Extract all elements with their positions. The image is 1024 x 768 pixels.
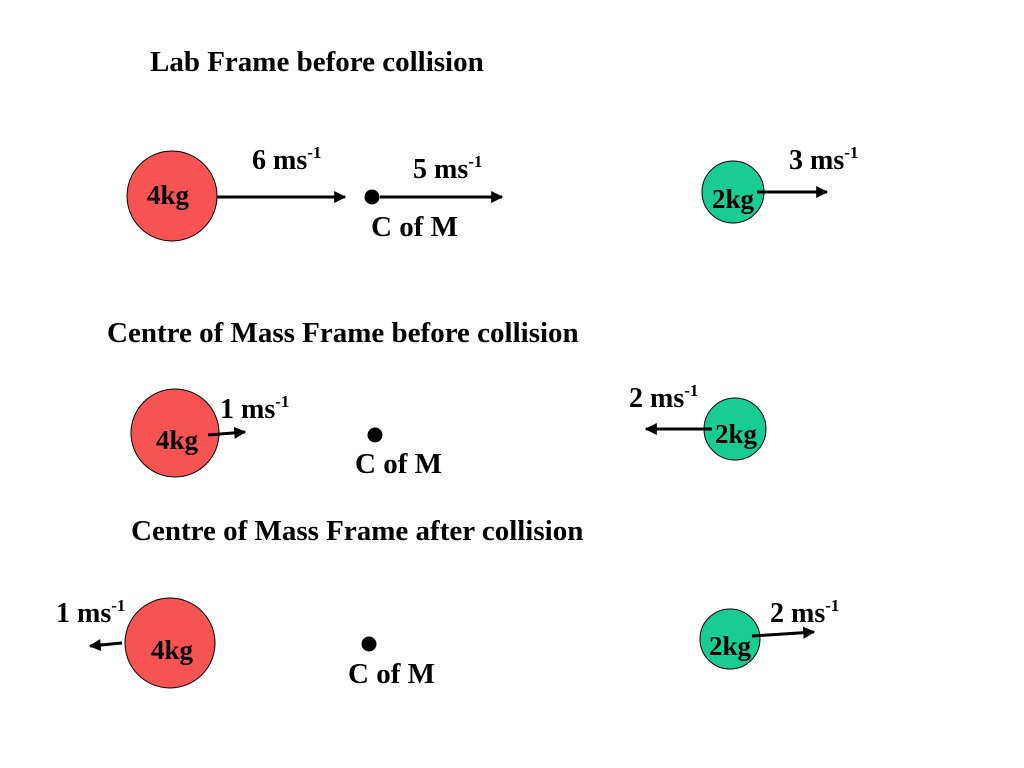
com-label-lab: C of M bbox=[371, 211, 458, 243]
heavy-ball-com-after bbox=[124, 597, 216, 689]
com-label-com-before: C of M bbox=[355, 448, 442, 480]
com-dot-before bbox=[367, 427, 383, 443]
com-label-com-after: C of M bbox=[348, 658, 435, 690]
light-ball-com-after bbox=[699, 608, 761, 670]
light-velocity-arrow-com-after bbox=[751, 626, 816, 639]
panel-title-com-before: Centre of Mass Frame before collision bbox=[107, 317, 579, 349]
heavy-velocity-arrow-com-after bbox=[88, 639, 123, 651]
light-mass-label-com-before: 2kg bbox=[715, 419, 758, 449]
com-dot-lab bbox=[364, 189, 380, 205]
panel-title-com-after: Centre of Mass Frame after collision bbox=[131, 515, 584, 547]
light-mass-label-lab: 2kg bbox=[712, 184, 755, 214]
heavy-mass-label-com-before: 4kg bbox=[156, 425, 199, 455]
heavy-speed-label-com-after: 1 ms-1 bbox=[56, 596, 126, 629]
heavy-speed-label-com-before: 1 ms-1 bbox=[220, 392, 290, 425]
heavy-mass-label-com-after: 4kg bbox=[151, 635, 194, 665]
light-mass-label-com-after: 2kg bbox=[709, 631, 752, 661]
panel-title-lab: Lab Frame before collision bbox=[150, 46, 484, 78]
light-speed-label-com-after: 2 ms-1 bbox=[770, 596, 840, 629]
heavy-velocity-arrow-com-before bbox=[207, 426, 247, 439]
heavy-mass-label-lab: 4kg bbox=[147, 180, 190, 210]
heavy-speed-label-lab: 6 ms-1 bbox=[252, 143, 322, 176]
com-dot-after bbox=[361, 636, 377, 652]
com-speed-label-lab: 5 ms-1 bbox=[413, 152, 483, 185]
light-speed-label-lab: 3 ms-1 bbox=[789, 143, 859, 176]
light-speed-label-com-before: 2 ms-1 bbox=[629, 381, 699, 414]
